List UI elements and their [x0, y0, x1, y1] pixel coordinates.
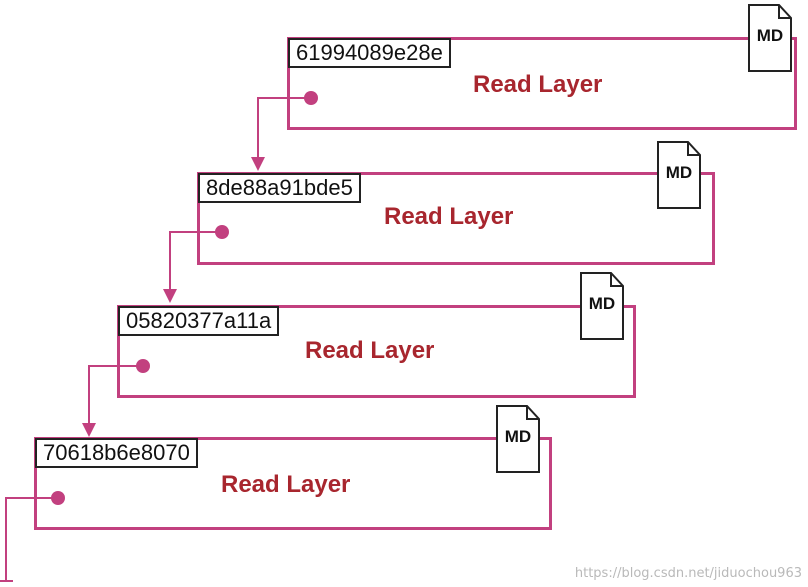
connector-line-1 [257, 97, 311, 158]
md-badge-1: MD [756, 26, 784, 45]
layer-id-2: 8de88a91bde5 [198, 173, 361, 203]
connector-line-3 [88, 365, 143, 424]
layer-box-2 [197, 172, 715, 265]
layer-id-4: 70618b6e8070 [35, 438, 198, 468]
connector-dot-1 [304, 91, 318, 105]
layer-label-2: Read Layer [384, 203, 514, 230]
arrowhead-2 [163, 289, 177, 303]
arrowhead-1 [251, 157, 265, 171]
md-document-icon-2: MD [657, 141, 701, 209]
terminal-tick [0, 580, 13, 582]
watermark: https://blog.csdn.net/jiduochou963 [574, 566, 802, 581]
layer-label-3: Read Layer [305, 337, 435, 364]
md-badge-2: MD [665, 163, 693, 182]
layer-box-3 [117, 305, 636, 398]
connector-line-terminal [5, 497, 58, 580]
md-document-icon-3: MD [580, 272, 624, 340]
layer-label-4: Read Layer [221, 471, 351, 498]
connector-dot-3 [136, 359, 150, 373]
connector-dot-4 [51, 491, 65, 505]
layer-label-1: Read Layer [473, 71, 603, 98]
md-badge-4: MD [504, 427, 532, 446]
layer-id-1: 61994089e28e [288, 38, 451, 68]
layer-id-3: 05820377a11a [118, 306, 280, 336]
md-document-icon-1: MD [748, 4, 792, 72]
arrowhead-3 [82, 423, 96, 437]
connector-dot-2 [215, 225, 229, 239]
layer-box-1 [287, 37, 797, 130]
md-document-icon-4: MD [496, 405, 540, 473]
layer-box-4 [34, 437, 552, 530]
connector-line-2 [169, 231, 222, 290]
md-badge-3: MD [588, 294, 616, 313]
